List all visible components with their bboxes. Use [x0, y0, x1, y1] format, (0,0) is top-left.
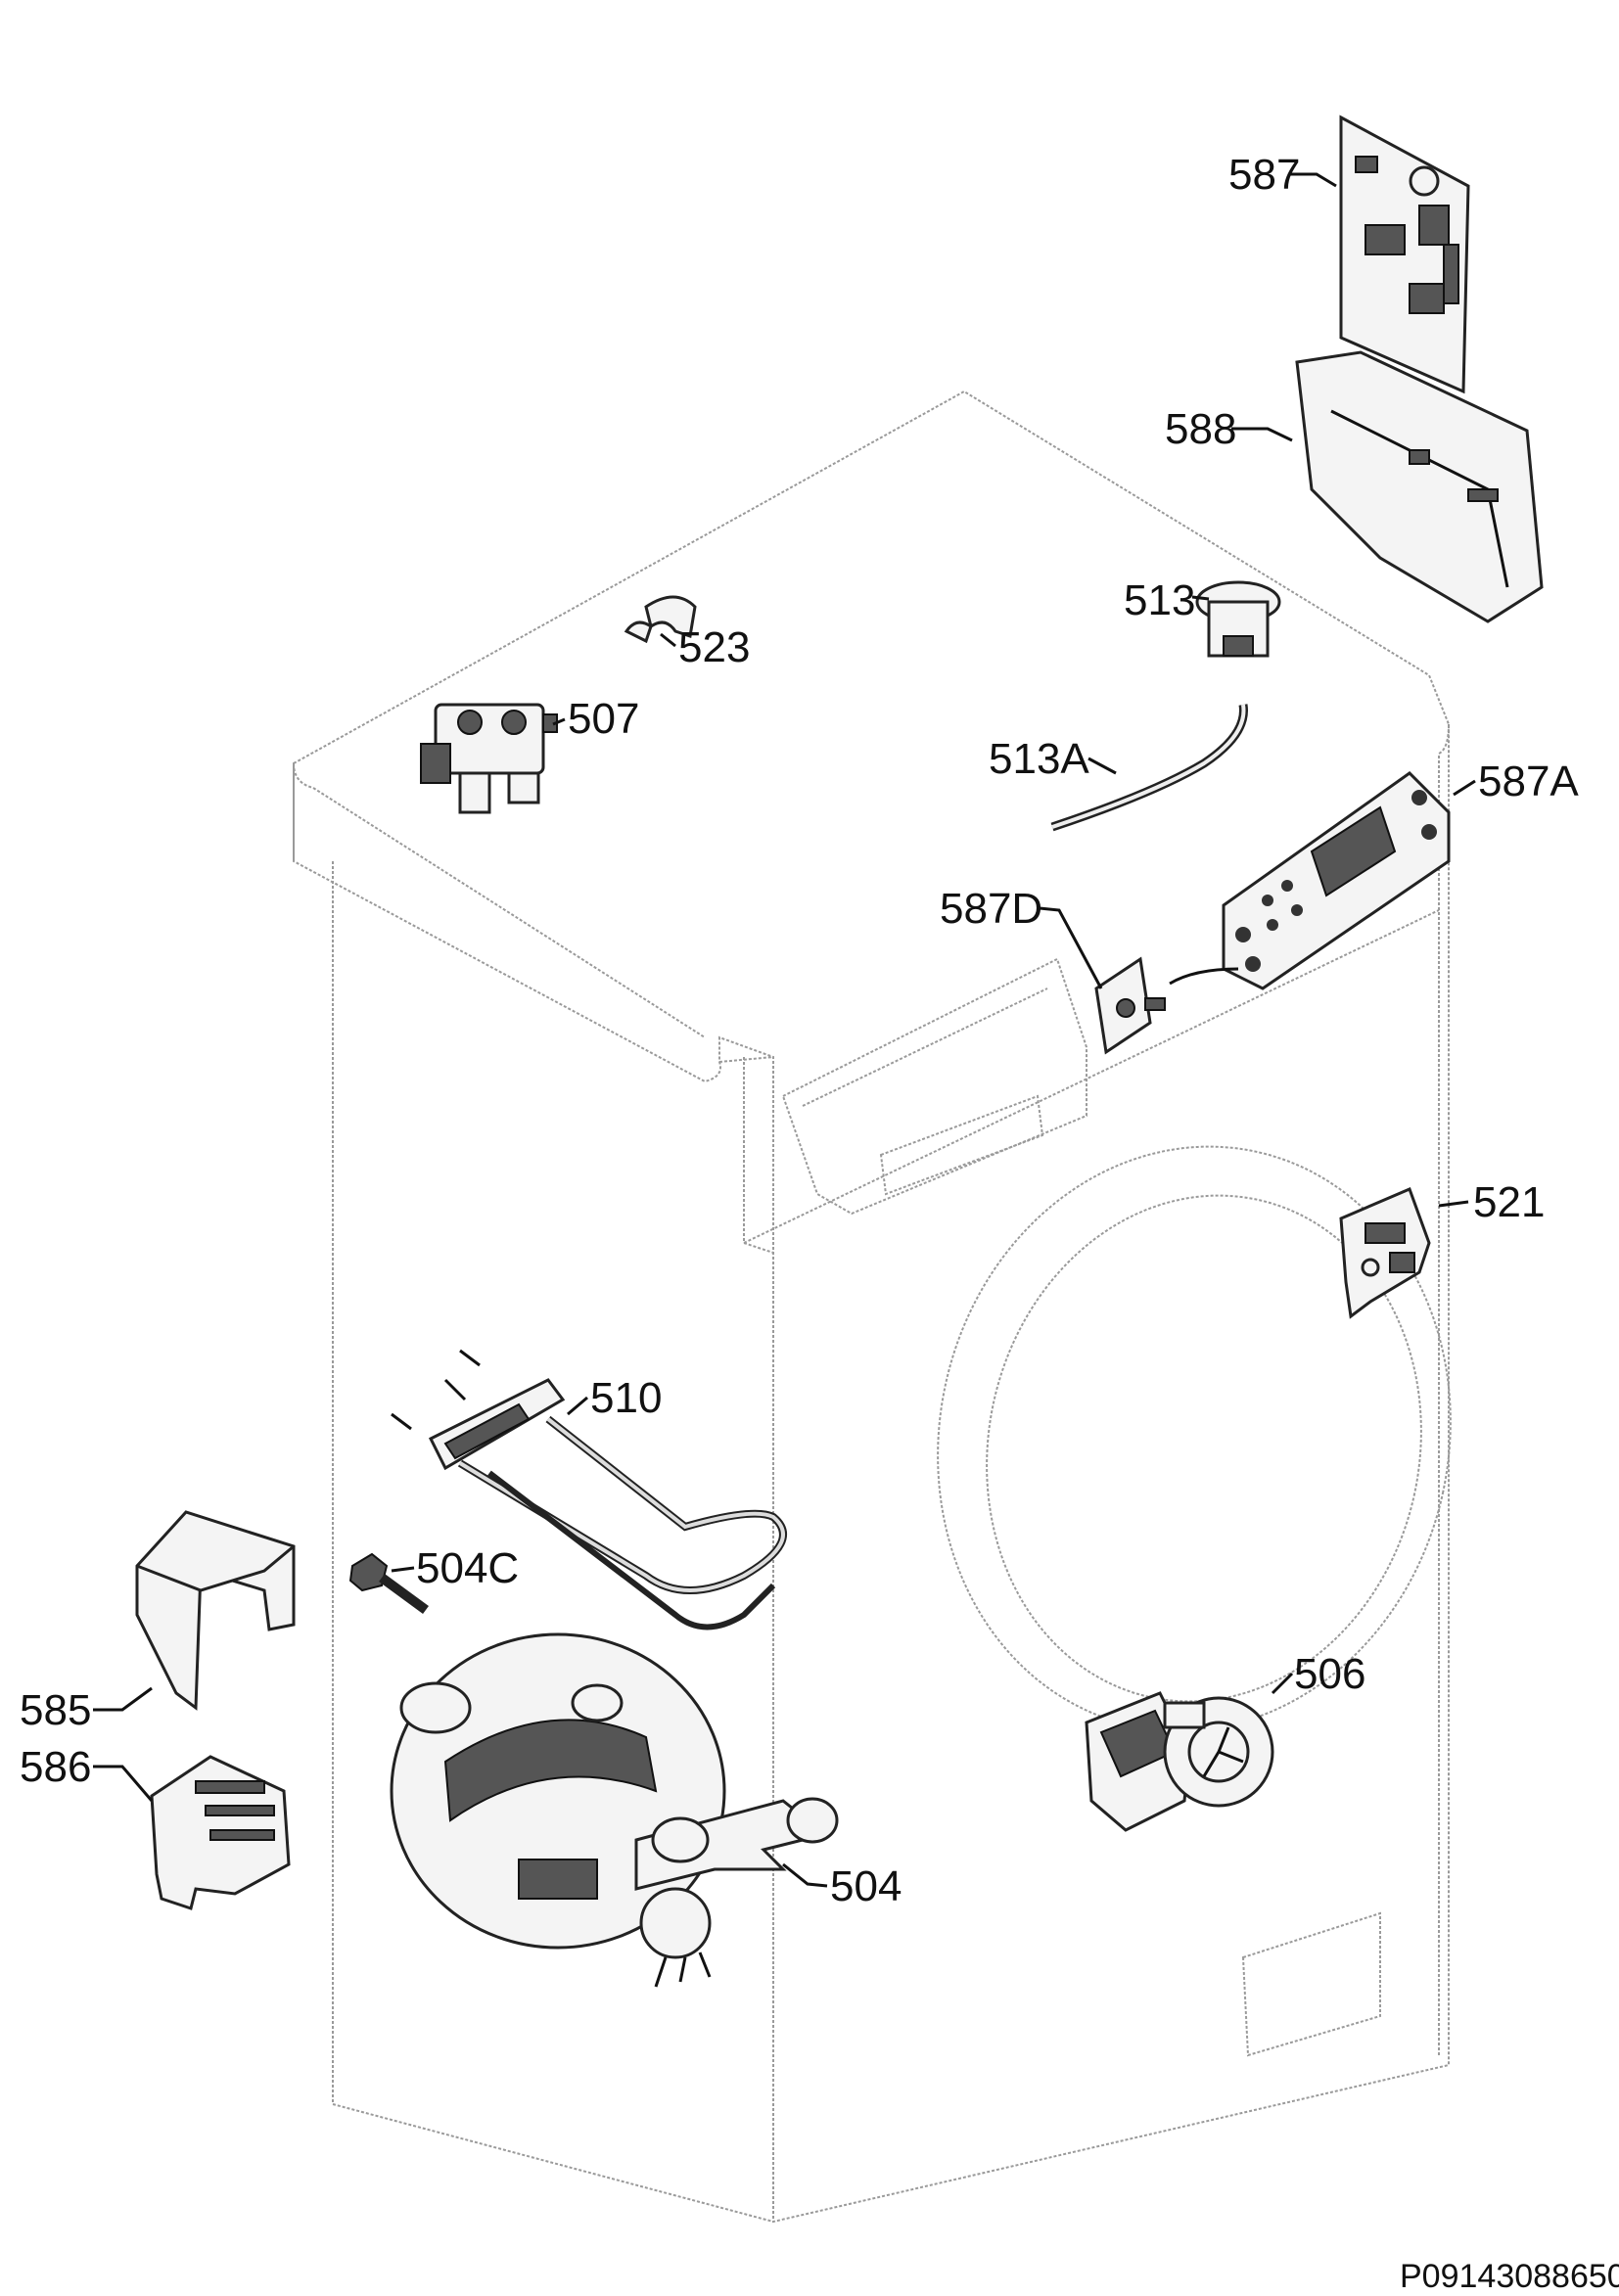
- leader-523: [660, 632, 676, 648]
- part-513A-hose-highlight: [1051, 704, 1246, 829]
- button-dot: [1281, 880, 1293, 892]
- label-523: 523: [678, 623, 750, 671]
- leader-504C: [391, 1566, 415, 1573]
- part-513-pressure-switch: [1195, 580, 1281, 658]
- leader-513A: [1087, 757, 1117, 775]
- leader-lines: [93, 172, 1476, 1888]
- button-dot: [1267, 919, 1278, 931]
- label-521: 521: [1473, 1178, 1545, 1226]
- label-513A: 513A: [989, 735, 1089, 783]
- label-588: 588: [1165, 405, 1236, 453]
- label-504: 504: [830, 1862, 902, 1910]
- leader-521: [1438, 1200, 1469, 1208]
- part-521-door-lock: [1339, 1186, 1431, 1319]
- leader-585: [93, 1686, 153, 1712]
- label-585: 585: [20, 1686, 91, 1734]
- part-510-heating-element: [391, 1349, 787, 1630]
- button-dot: [1262, 895, 1273, 906]
- part-587D-selector-board: [1094, 956, 1166, 1055]
- part-labels: 587 588 513 523 507 513A 587A 587D 521 5…: [20, 151, 1579, 1910]
- label-513: 513: [1124, 576, 1195, 624]
- leader-504: [782, 1862, 828, 1888]
- label-587A: 587A: [1478, 758, 1579, 805]
- leader-510: [567, 1396, 588, 1416]
- part-586-connector-block: [150, 1755, 291, 1910]
- label-587D: 587D: [940, 885, 1042, 933]
- screw-head: [1245, 956, 1261, 972]
- screw-head: [1421, 824, 1437, 840]
- label-504C: 504C: [416, 1544, 519, 1592]
- leader-513: [1191, 595, 1210, 601]
- part-585-terminal-cover: [135, 1510, 296, 1711]
- part-506-drain-pump: [1085, 1691, 1274, 1832]
- part-588-board-housing: [1295, 350, 1544, 623]
- diagram-reference-code: P09143088650: [1400, 2258, 1619, 2295]
- label-506: 506: [1294, 1650, 1365, 1698]
- leader-586: [93, 1765, 154, 1802]
- part-507-inlet-valve: [420, 703, 558, 814]
- part-523-clip: [624, 595, 697, 644]
- leader-506: [1271, 1672, 1294, 1695]
- leader-588: [1231, 427, 1293, 442]
- part-504C-screw: [348, 1552, 429, 1615]
- leader-587A: [1453, 779, 1476, 797]
- part-504-motor: [390, 1632, 839, 1988]
- part-587-electronic-board: [1339, 115, 1470, 394]
- label-587: 587: [1228, 151, 1300, 199]
- label-586: 586: [20, 1743, 91, 1791]
- button-dot: [1291, 904, 1303, 916]
- label-510: 510: [590, 1374, 662, 1422]
- screw-head: [1411, 790, 1427, 805]
- part-587A-control-board: [1169, 771, 1451, 990]
- leader-507: [552, 717, 566, 726]
- leader-587: [1290, 172, 1337, 188]
- screw-head: [1235, 927, 1251, 942]
- leader-587D: [1039, 906, 1103, 989]
- label-507: 507: [568, 695, 639, 743]
- machine-cabinet-outline: [293, 390, 1452, 2224]
